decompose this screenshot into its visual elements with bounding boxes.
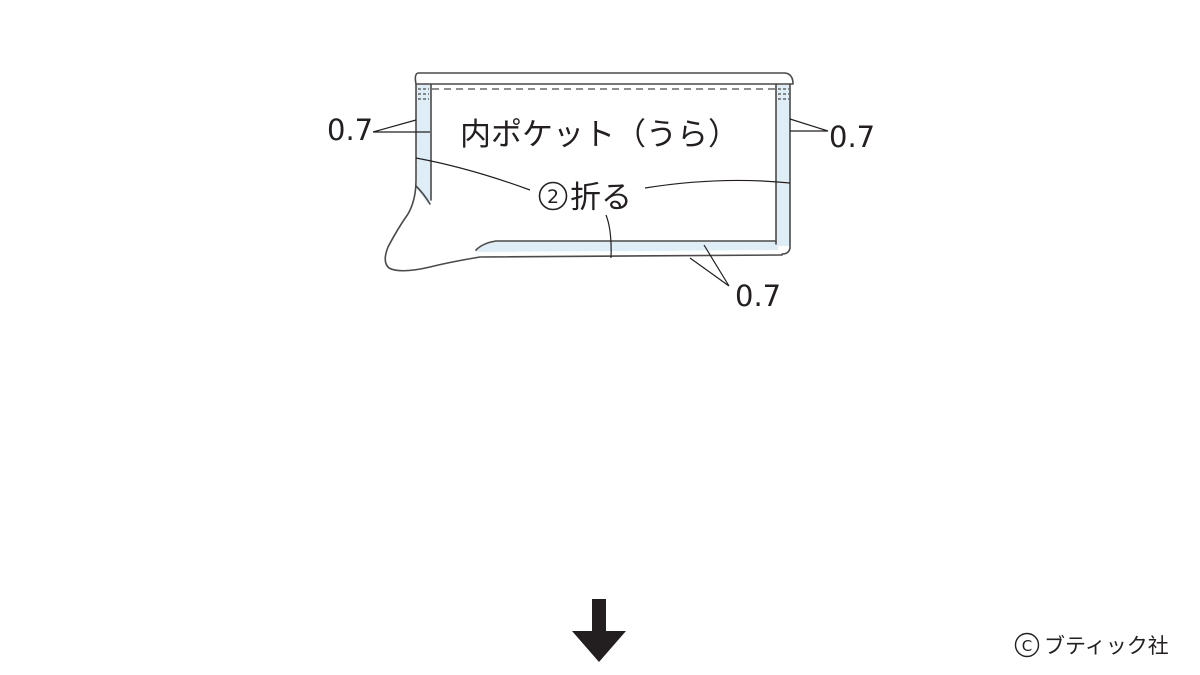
copyright-credit: © C ブティック社 [1014, 632, 1169, 658]
leader-lines [372, 118, 829, 287]
step-text: 折る [570, 180, 632, 216]
right-seam-strip [776, 84, 790, 246]
stitch-marks [418, 88, 789, 100]
fold-leader-right [644, 179, 791, 189]
measure-label-left: 0.7 [327, 113, 373, 147]
pocket-outline [384, 72, 794, 272]
fold-leader-bottom [605, 214, 612, 259]
publisher-name: ブティック社 [1044, 634, 1169, 658]
copyright-c: C [1022, 637, 1032, 655]
right-measure-leader [789, 118, 829, 132]
left-measure-leader [372, 119, 430, 133]
copyright-circle [1014, 632, 1040, 658]
down-arrow-icon [572, 599, 626, 662]
step-number: 2 [547, 186, 559, 208]
fold-leader-left [415, 157, 531, 191]
left-seam-strip [416, 84, 431, 204]
step-number-circle [538, 181, 568, 211]
step-instruction: 2 折る [538, 180, 632, 216]
seam-allowance-strips [416, 84, 790, 252]
pocket-label: 内ポケット（うら） [460, 117, 739, 153]
bottom-measure-leader [689, 244, 730, 287]
measure-label-bottom: 0.7 [735, 279, 781, 313]
bottom-seam-strip [474, 241, 778, 252]
measure-label-right: 0.7 [829, 120, 875, 154]
